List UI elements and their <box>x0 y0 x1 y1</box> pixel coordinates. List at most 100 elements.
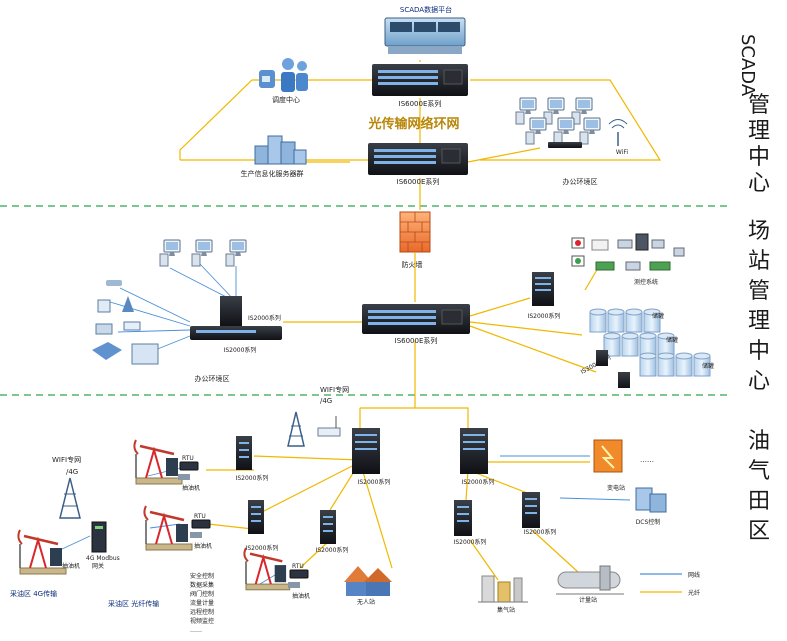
rtu-label: RTU <box>292 563 304 570</box>
gas-station-label: 集气站 <box>497 606 515 614</box>
substation-dots: …… <box>640 456 654 464</box>
field-switch: IS2000系列 <box>460 428 494 486</box>
scada-office-label: 办公环境区 <box>563 177 598 186</box>
scada-fiber-ring <box>179 60 662 210</box>
rtu-label: RTU <box>194 513 206 520</box>
legend-network-label: 网线 <box>688 571 700 579</box>
pump-jack <box>243 547 291 591</box>
scada-platform: SCADA数据平台 <box>384 5 466 54</box>
tank-label: 储罐 <box>666 336 678 344</box>
access-point-icon <box>122 296 134 312</box>
zt-field-char: 区 <box>748 519 770 544</box>
scada-office-switch <box>548 142 582 148</box>
field-switch: IS2000系列 <box>352 428 390 486</box>
tank-label: 储罐 <box>702 362 714 370</box>
plc-icon <box>595 261 615 271</box>
field-wifi-left-label-2: /4G <box>66 468 78 476</box>
substation: 变电站 …… <box>593 439 654 492</box>
field-switches: IS2000系列 IS2000系列 IS2000系列 IS2000系列 IS2000系列… <box>236 428 556 554</box>
legend-fiber-label: 光纤 <box>688 589 700 597</box>
control-system-label: 测控系统 <box>634 278 658 286</box>
field-wifi-center: WIFI专网 /4G <box>287 385 349 447</box>
scanner-icon <box>123 321 141 331</box>
gas-station: 集气站 <box>478 575 528 614</box>
control-list-item: 流量计量 <box>190 599 214 607</box>
scada-switch-top-label: IS6000E系列 <box>399 99 442 108</box>
dcs-label: DCS控制 <box>636 518 661 526</box>
zt-station-char: 管 <box>748 279 770 304</box>
pump-jack <box>133 439 183 485</box>
rtu-sub-label: 抽油机 <box>194 542 212 550</box>
scada-office <box>515 97 601 145</box>
gateway-label-1: 4G Modbus <box>86 555 120 562</box>
station-office-switch-label: IS2000系列 <box>224 346 257 354</box>
field-fiber-lines <box>206 407 590 581</box>
zone-title-scada-cjk-2: 理 <box>748 119 770 144</box>
rtu-unit: RTU 抽油机 <box>190 513 212 550</box>
dcs-control: DCS控制 <box>635 487 667 526</box>
pump-jacks <box>17 439 291 591</box>
substation-label: 变电站 <box>607 484 625 492</box>
control-list-item: 远程控制 <box>190 608 214 616</box>
field-switch: IS2000系列 <box>236 436 269 482</box>
station-fiber-lines <box>283 252 599 408</box>
field-switch: IS2000系列 <box>454 500 486 546</box>
control-list-item: 安全控制 <box>190 572 214 580</box>
control-list-item: 视频监控 <box>190 617 214 625</box>
zt-field-char: 气 <box>748 459 770 484</box>
zt-station-char: 心 <box>748 369 770 394</box>
metering-station: 计量站 <box>556 565 624 604</box>
station-network-lines <box>109 263 237 353</box>
scada-platform-label: SCADA数据平台 <box>400 5 452 14</box>
legend: 网线 光纤 <box>640 571 700 597</box>
computer-icon <box>553 117 575 145</box>
field-switch-label: IS2000系列 <box>462 478 495 486</box>
station-office-switch: IS2000系列 <box>190 326 282 354</box>
rtu-sub-label: 抽油机 <box>292 592 310 600</box>
zone-title-scada-cjk-1: 管 <box>748 93 770 118</box>
rtu-label: RTU <box>182 455 194 462</box>
computer-icon <box>191 239 213 267</box>
server-group: 生产信息化服务器群 <box>241 135 307 178</box>
field-wifi-center-label-1: WIFI专网 <box>320 385 349 394</box>
station-office-devices <box>92 280 159 365</box>
computer-icon <box>159 239 181 267</box>
rtu-unit: RTU 抽油机 <box>288 563 310 600</box>
station-field-switch: IS2000系列 <box>528 272 560 320</box>
field-wifi-left-label-1: WIFI专网 <box>52 455 81 464</box>
zt-field-char: 田 <box>748 489 770 514</box>
field-wifi-center-label-2: /4G <box>320 397 332 405</box>
pump-jack <box>143 505 193 551</box>
zone-title-scada-cjk-3: 中 <box>748 145 770 170</box>
station-office-label: 办公环境区 <box>195 374 230 383</box>
scada-wifi: WiFi <box>608 119 628 156</box>
fax-icon <box>131 343 159 365</box>
control-list-item: 阀门控制 <box>190 590 214 598</box>
tank-label: 储罐 <box>652 312 664 320</box>
monitor-label-left: 抽油机 <box>62 562 80 570</box>
gateway-label-2: 网关 <box>92 562 104 570</box>
zt-station-char: 场 <box>748 219 770 244</box>
unmanned-station: 无人站 <box>344 566 392 606</box>
tank-switches <box>596 350 630 388</box>
zt-station-char: 理 <box>748 309 770 334</box>
printer-icon <box>95 323 113 335</box>
field-switch-label: IS2000系列 <box>316 546 349 554</box>
field-switch-label: IS2000系列 <box>236 474 269 482</box>
control-list: 安全控制数据采集阀门控制流量计量远程控制视频监控…… <box>190 572 214 634</box>
scada-wifi-label: WiFi <box>616 149 628 156</box>
station-core-label: IS6000E系列 <box>395 336 438 345</box>
computer-icon <box>515 97 537 125</box>
tank-group: 储罐 <box>589 308 664 333</box>
field-switch-label: IS2000系列 <box>246 544 279 552</box>
server-group-label: 生产信息化服务器群 <box>241 169 304 178</box>
station-core-switch: IS6000E系列 <box>362 304 470 345</box>
zt-station-char: 站 <box>748 249 770 274</box>
storage-icon <box>92 342 122 360</box>
well-label-a: 采油区 4G传输 <box>10 589 57 598</box>
dispatch-center: 调度中心 <box>259 58 308 104</box>
